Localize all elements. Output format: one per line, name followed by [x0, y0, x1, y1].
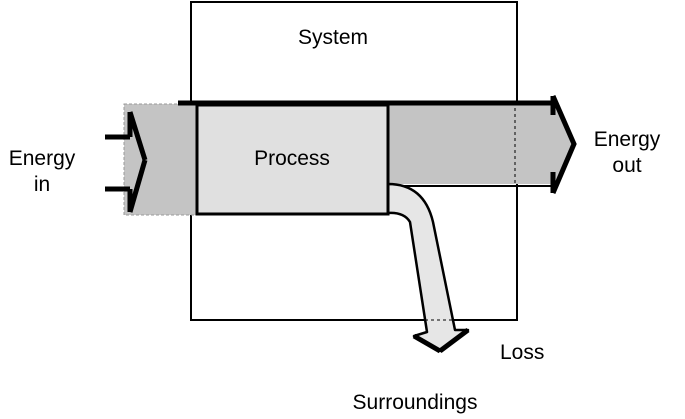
system-label: System	[297, 26, 368, 49]
energy-out-arrowhead	[550, 94, 577, 194]
energy-in-label-line-2: in	[33, 173, 51, 196]
energy-in-label: Energy in	[0, 146, 84, 198]
energy-out-label: Energy out	[592, 127, 662, 179]
loss-label: Loss	[500, 341, 545, 364]
energy-in-label-line-1: Energy	[8, 147, 76, 170]
surroundings-label: Surroundings	[352, 391, 478, 414]
process-label: Process	[254, 147, 330, 170]
energy-in-arrowhead-top	[105, 111, 148, 161]
loss-arrow-dark-edge	[438, 328, 470, 353]
energy-out-label-line-1: Energy	[593, 128, 661, 151]
process-box	[195, 103, 390, 216]
energy-out-arrow	[388, 96, 574, 193]
energy-in-arrowhead-bottom	[105, 159, 148, 213]
loss-arrow-dark-edge-2	[412, 333, 442, 354]
energy-out-label-line-2: out	[612, 154, 642, 177]
